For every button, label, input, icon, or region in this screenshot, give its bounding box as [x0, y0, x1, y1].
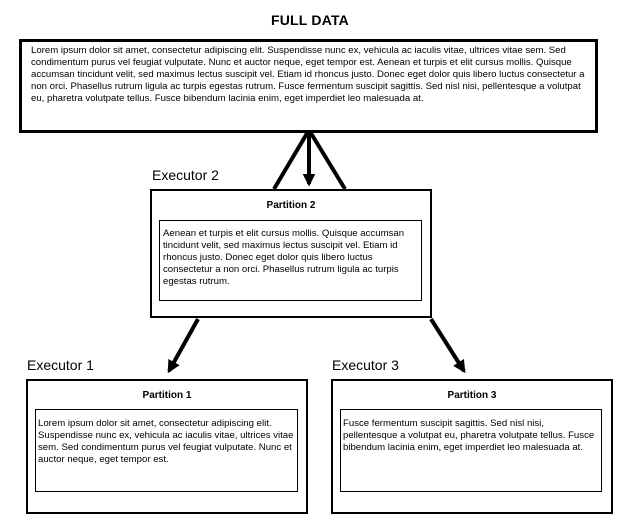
executor-1-label: Executor 1 [27, 357, 94, 373]
partition2-to-partition1-arrow [167, 318, 200, 374]
partition-1-text: Lorem ipsum dolor sit amet, consectetur … [38, 418, 294, 465]
full-data-text: Lorem ipsum dolor sit amet, consectetur … [31, 45, 585, 104]
partition-2-title: Partition 2 [266, 200, 316, 211]
full-to-partition2-left-line [272, 128, 311, 191]
partition-2-box [159, 220, 422, 301]
partition-1-title: Partition 1 [142, 390, 192, 401]
partition2-to-partition3-arrow [429, 317, 466, 374]
partition-3-text: Fusce fermentum suscipit sagittis. Sed n… [343, 418, 595, 453]
executor-2-label: Executor 2 [152, 167, 219, 183]
partition-3-box [340, 409, 602, 492]
full-to-partition2-right-line [307, 128, 347, 191]
partition-3-title: Partition 3 [447, 390, 497, 401]
diagram-title: FULL DATA [270, 12, 349, 28]
partition-1-box [35, 409, 298, 492]
executor-3-label: Executor 3 [332, 357, 399, 373]
full-data-box [19, 39, 598, 133]
partition-2-text: Aenean et turpis et elit cursus mollis. … [163, 228, 405, 287]
